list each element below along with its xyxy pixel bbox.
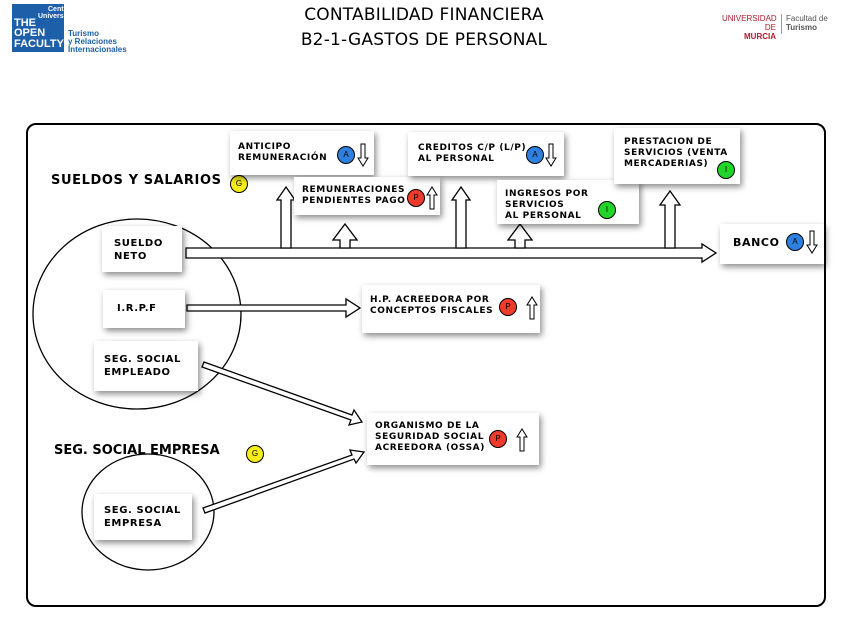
section-sueldos-salarios: SUELDOS Y SALARIOS xyxy=(51,173,222,188)
sueldo-neto-line2: NETO xyxy=(114,251,147,262)
logo-centro-text: Centro xyxy=(48,6,71,13)
title-line-1: CONTABILIDAD FINANCIERA xyxy=(304,5,544,25)
arrow-empleado-ossa xyxy=(201,361,364,426)
anticipo-line2: REMUNERACIÓN xyxy=(238,153,328,163)
seg-social-empresa-box: SEG. SOCIAL EMPRESA xyxy=(94,494,192,540)
logo-side-1: Turismo xyxy=(68,29,99,38)
remuneraciones-line2: PENDIENTES PAGO xyxy=(302,196,406,206)
logo-line-the: THE xyxy=(14,17,36,29)
badge-a-anticipo: A xyxy=(337,146,355,164)
prestacion-line2: SERVICIOS (VENTA xyxy=(624,148,728,158)
seg-empleado-line2: EMPLEADO xyxy=(104,367,171,378)
section-seg-social-empresa: SEG. SOCIAL EMPRESA xyxy=(54,443,220,458)
badge-g-sueldos: G xyxy=(230,175,248,193)
arrow-down-icon xyxy=(357,143,369,172)
banco-label: BANCO xyxy=(733,236,780,249)
logo-side-2: y Relaciones xyxy=(68,37,117,46)
sueldo-neto-box: SUELDO NETO xyxy=(102,226,182,272)
logo-fac-1: Facultad de xyxy=(786,14,828,23)
arrow-up-anticipo xyxy=(275,185,297,249)
logo-line-faculty: FACULTY xyxy=(14,38,64,50)
creditos-line2: AL PERSONAL xyxy=(418,154,495,164)
ossa-card: ORGANISMO DE LA SEGURIDAD SOCIAL ACREEDO… xyxy=(367,413,539,465)
hp-acreedora-card: H.P. ACREEDORA POR CONCEPTOS FISCALES xyxy=(362,285,540,333)
arrow-up-prestacion xyxy=(658,189,682,249)
badge-g-seg-empresa: G xyxy=(246,445,264,463)
hp-line2: CONCEPTOS FISCALES xyxy=(370,306,494,316)
ingresos-line2: AL PERSONAL xyxy=(505,211,582,221)
ossa-line2: SEGURIDAD SOCIAL xyxy=(375,432,485,442)
badge-p-ossa: P xyxy=(489,430,507,448)
banco-card: BANCO xyxy=(720,224,824,264)
badge-a-creditos: A xyxy=(526,146,544,164)
title-line-2: B2-1-GASTOS DE PERSONAL xyxy=(300,30,548,50)
diagram-frame xyxy=(26,123,826,607)
logo-block: THE OPEN FACULTY xyxy=(12,4,64,52)
arrow-up-icon xyxy=(526,296,538,325)
irpf-label: I.R.P.F xyxy=(117,303,157,314)
arrow-up-icon xyxy=(516,428,528,457)
ossa-line3: ACREEDORA (OSSA) xyxy=(375,443,485,453)
badge-i-ingresos: I xyxy=(598,201,616,219)
badge-i-prestacion: I xyxy=(717,161,735,179)
arrow-down-icon xyxy=(545,143,557,172)
arrow-up-icon xyxy=(426,186,438,215)
prestacion-line3: MERCADERIAS) xyxy=(624,159,709,169)
ingresos-line1: INGRESOS POR SERVICIOS xyxy=(505,189,589,210)
ossa-line1: ORGANISMO DE LA xyxy=(375,421,480,431)
logo-uni-2: MURCIA xyxy=(744,32,776,41)
arrow-to-banco xyxy=(185,242,718,264)
badge-p-hp: P xyxy=(499,298,517,316)
arrow-empresa-ossa xyxy=(202,449,366,514)
logo-fac-2: Turismo xyxy=(786,23,817,32)
seg-empleado-line1: SEG. SOCIAL xyxy=(104,354,181,365)
logo-line-open: OPEN xyxy=(14,27,46,39)
badge-p-remuneraciones: P xyxy=(407,189,425,207)
logo-side-3: Internacionales xyxy=(68,45,127,54)
seg-empresa-line1: SEG. SOCIAL xyxy=(104,505,181,516)
ingresos-card: INGRESOS POR SERVICIOS AL PERSONAL xyxy=(497,180,639,224)
arrow-irpf-hp xyxy=(186,297,362,319)
seg-social-empleado-box: SEG. SOCIAL EMPLEADO xyxy=(94,341,198,391)
arrow-down-icon xyxy=(806,230,818,259)
logo-universitario-text: Universitario xyxy=(38,13,81,20)
arrow-up-creditos xyxy=(450,185,472,249)
anticipo-line1: ANTICIPO xyxy=(238,142,291,152)
creditos-line1: CREDITOS C/P (L/P) xyxy=(418,143,527,153)
prestacion-line1: PRESTACION DE xyxy=(624,137,713,147)
sueldo-neto-line1: SUELDO xyxy=(114,238,163,249)
hp-line1: H.P. ACREEDORA POR xyxy=(370,295,490,305)
seg-empresa-line2: EMPRESA xyxy=(104,518,162,529)
logo-uni-1: UNIVERSIDAD DE xyxy=(722,14,777,32)
irpf-box: I.R.P.F xyxy=(103,290,185,328)
arrow-up-remuneraciones xyxy=(331,222,359,249)
arrow-up-ingresos xyxy=(506,222,534,249)
universidad-murcia-logo: UNIVERSIDAD DE MURCIA Facultad de Turism… xyxy=(722,14,842,41)
open-faculty-logo: THE OPEN FACULTY Centro Universitario Tu… xyxy=(12,4,127,56)
logo-side-text: Turismo y Relaciones Internacionales xyxy=(68,30,127,54)
logo-centro: Centro Universitario xyxy=(38,6,81,20)
remuneraciones-line1: REMUNERACIONES xyxy=(302,185,406,195)
badge-a-banco: A xyxy=(786,233,804,251)
